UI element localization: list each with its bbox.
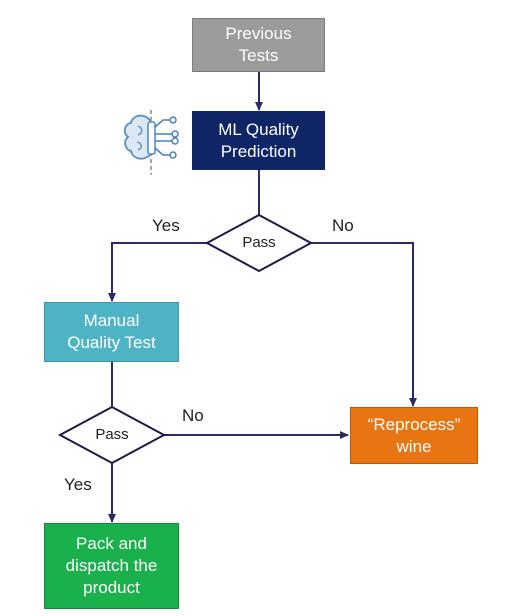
- node-pack-and-dispatch: Pack and dispatch the product: [44, 523, 179, 609]
- edge-label-no-2: No: [182, 406, 204, 425]
- edge-pass1-no-to-reprocess: [311, 242, 417, 407]
- edge-label-no-1: No: [332, 216, 354, 235]
- brain-circuit-icon: [124, 110, 179, 175]
- edge-pass1-yes-to-manual: [108, 242, 207, 302]
- decision-diamond-2: [57, 405, 167, 465]
- node-reprocess-wine: “Reprocess” wine: [350, 407, 478, 464]
- decision-2-label: Pass: [95, 426, 129, 443]
- node-ml-quality-prediction: ML Quality Prediction: [192, 111, 325, 170]
- edge-label-yes-1: Yes: [152, 216, 180, 235]
- decision-1-label: Pass: [242, 234, 276, 251]
- node-manual-quality-test: Manual Quality Test: [44, 302, 179, 362]
- decision-diamond-1: [204, 213, 314, 273]
- node-previous-tests: Previous Tests: [192, 18, 325, 72]
- edge-label-yes-2: Yes: [64, 475, 92, 494]
